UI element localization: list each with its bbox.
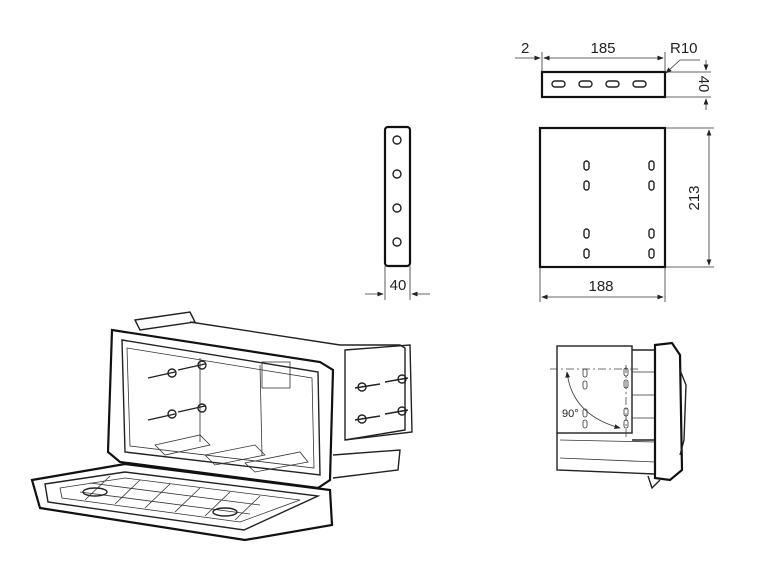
plate-width-dimension: 188 <box>588 278 613 295</box>
plate-height-dimension: 213 <box>686 185 703 210</box>
side-view: 90° <box>550 341 687 490</box>
top-length-dimension: 185 <box>590 40 615 57</box>
side-slots <box>582 367 629 429</box>
offset-dimension: 2 <box>521 40 529 57</box>
angle-label: 90° <box>562 408 579 420</box>
toolbox-isometric-view <box>30 311 413 542</box>
bar-width-dimension: 40 <box>390 277 407 294</box>
bolts <box>147 360 409 424</box>
slot-holes <box>551 80 647 88</box>
radius-dimension: R10 <box>670 40 698 57</box>
side-bar-view: 40 <box>365 125 430 300</box>
top-height-dimension: 40 <box>695 76 712 93</box>
top-plate-view: 2 185 R10 40 <box>515 40 712 110</box>
front-plate-view: 213 188 <box>538 126 714 302</box>
plate-holes <box>583 160 655 259</box>
